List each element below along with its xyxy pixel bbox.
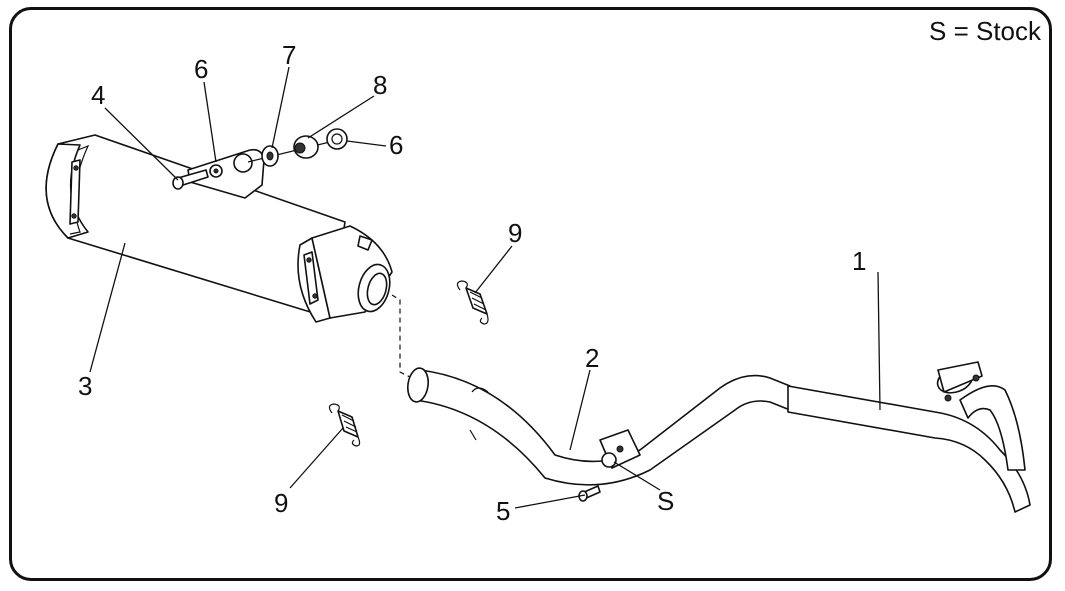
callout-6-right: 6 — [389, 130, 403, 160]
mid-pipe — [407, 367, 791, 486]
callout-s: S — [657, 486, 674, 516]
callout-9-lower: 9 — [274, 488, 288, 518]
spring-upper — [456, 280, 489, 325]
callout-2: 2 — [585, 343, 599, 373]
alignment-dashed-line — [391, 294, 413, 379]
leader-lines — [89, 66, 881, 509]
callout-3: 3 — [78, 371, 92, 401]
callout-5: 5 — [496, 496, 510, 526]
callout-9-upper: 9 — [508, 218, 522, 248]
callout-6-upper: 6 — [194, 54, 208, 84]
diagram-frame — [9, 7, 1052, 581]
callout-8: 8 — [373, 70, 387, 100]
washer-stack — [247, 128, 348, 167]
callout-1: 1 — [852, 246, 866, 276]
muffler — [45, 134, 393, 323]
callout-4: 4 — [91, 80, 105, 110]
stock-washer — [601, 452, 617, 468]
spring-lower — [328, 403, 361, 447]
bolt-part-4 — [172, 169, 209, 190]
header-pipe — [787, 361, 1031, 513]
callout-7: 7 — [282, 40, 296, 70]
bolt-part-5 — [578, 485, 601, 502]
legend-stock: S = Stock — [929, 16, 1041, 46]
